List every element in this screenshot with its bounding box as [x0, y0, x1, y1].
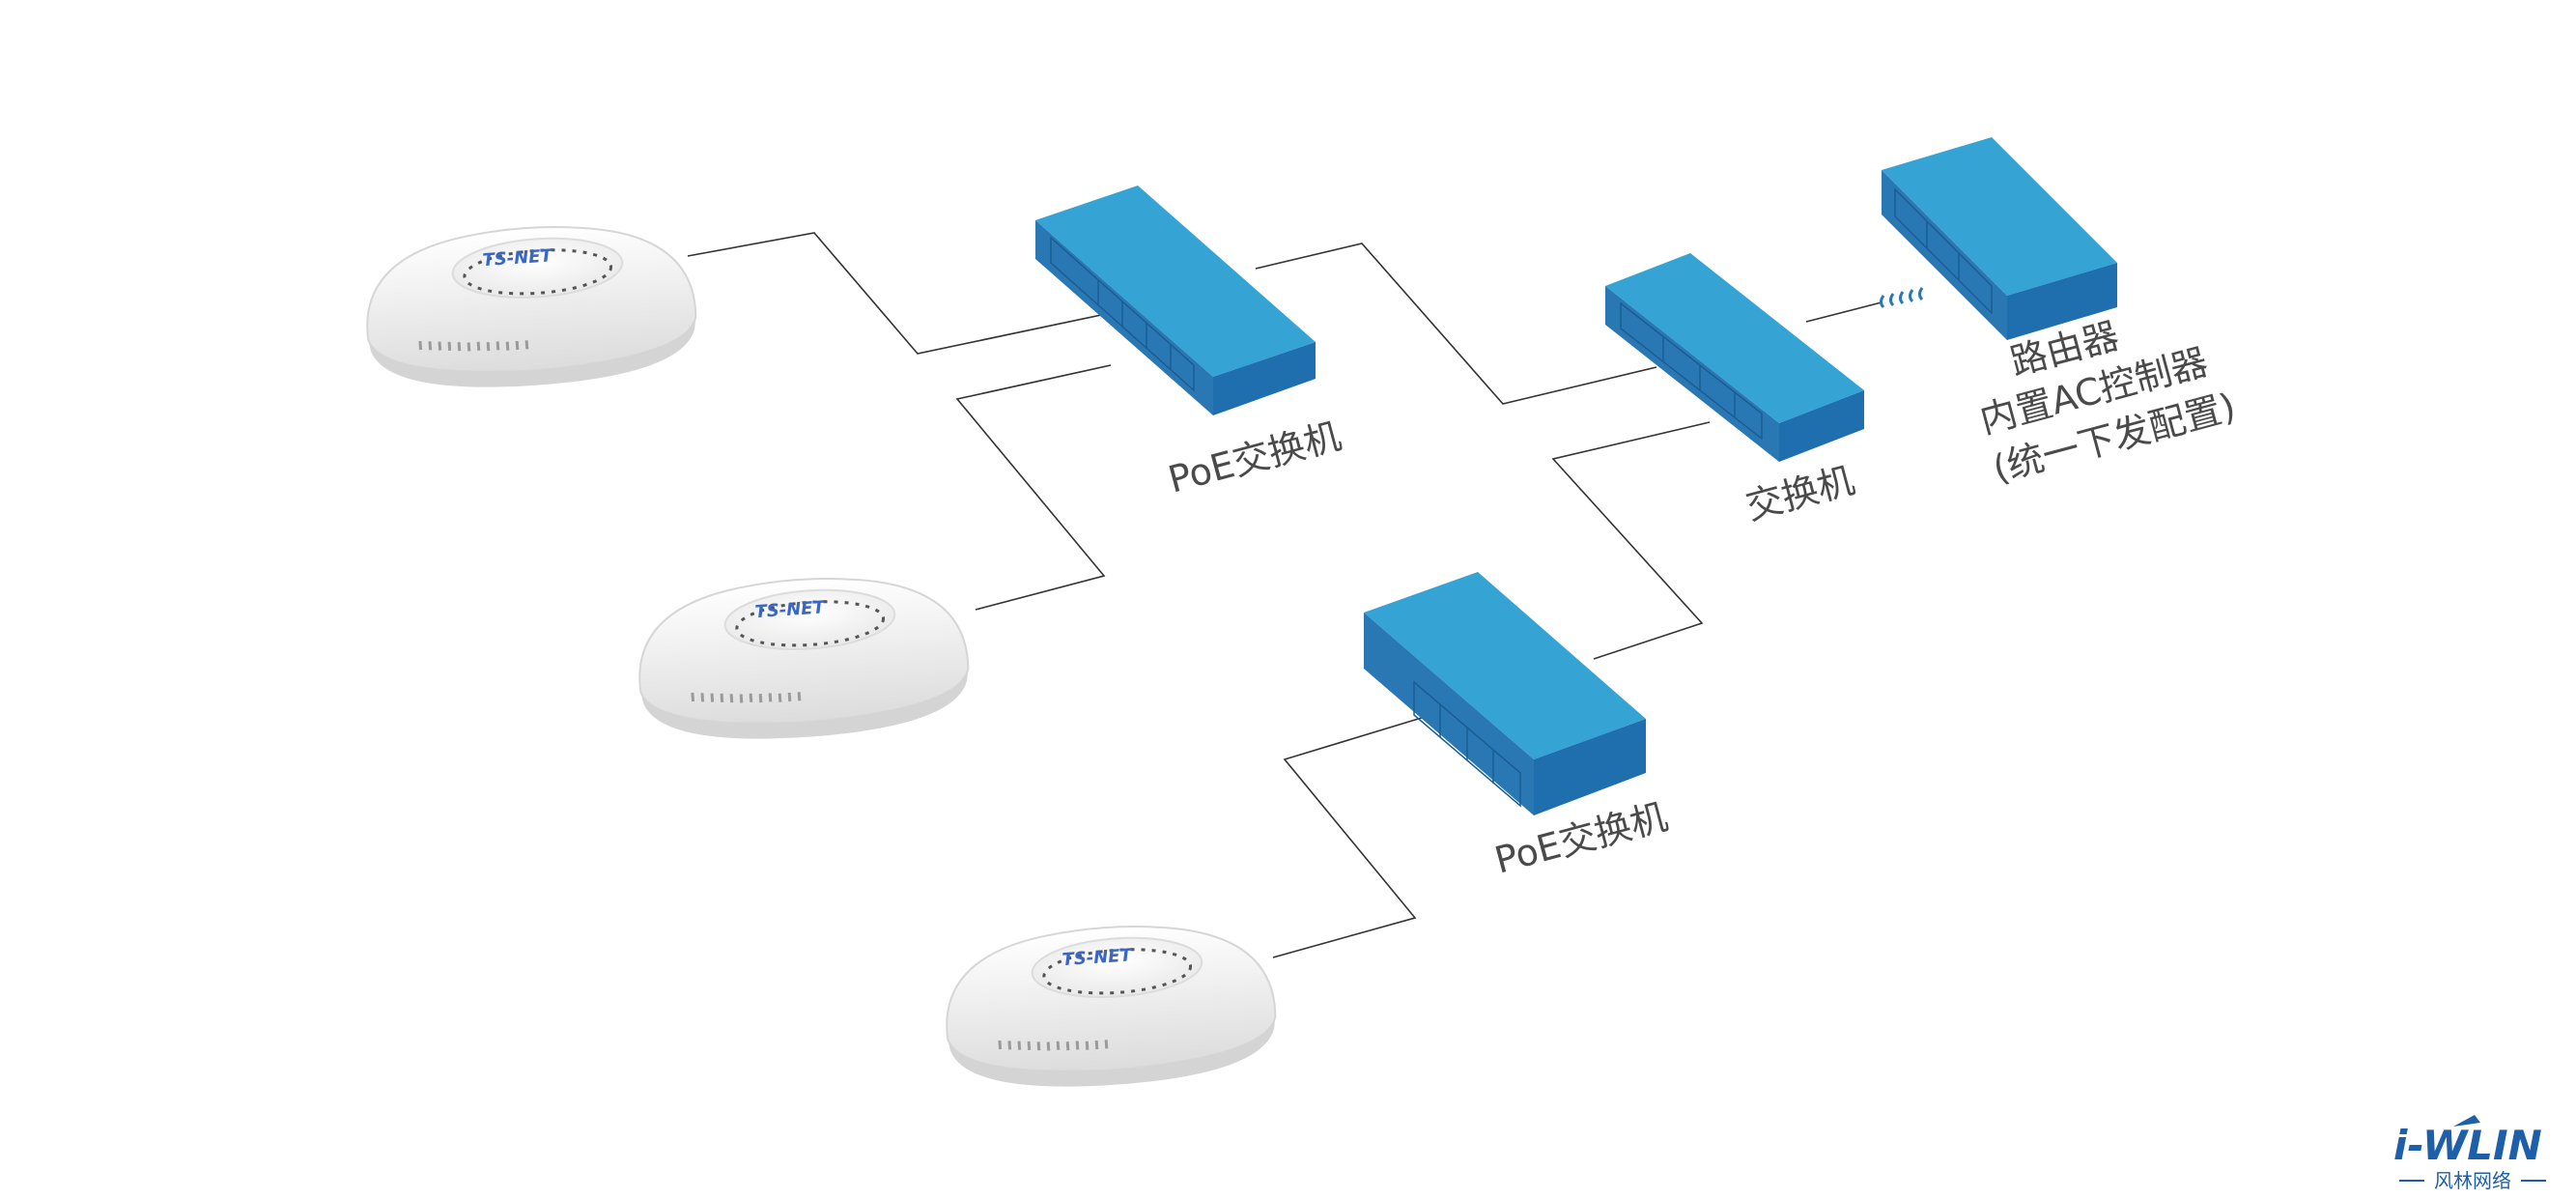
logo-sub-text: 风林网络 — [2434, 1169, 2511, 1192]
poe-switch-bottom[interactable] — [1364, 572, 1646, 815]
router-ac-controller[interactable] — [1882, 137, 2117, 340]
wireless-signal-icon — [1880, 287, 1924, 309]
poe-switch-bottom-label: PoE交换机 — [1490, 795, 1672, 882]
wire-ap2-poe1 — [955, 364, 1112, 611]
ap-brand-text: TS-NET — [1062, 945, 1134, 970]
wire-poe2-switch — [1551, 421, 1711, 660]
brand-logo: i-WLIN 风林网络 — [2393, 1115, 2546, 1192]
poe-switch-top[interactable] — [1035, 186, 1316, 415]
access-point-3[interactable]: TS-NET — [939, 914, 1282, 1099]
logo-main-text: i-WLIN — [2393, 1122, 2542, 1169]
core-switch[interactable] — [1605, 253, 1864, 462]
connection-lines — [687, 232, 1882, 958]
poe-switch-top-label: PoE交换机 — [1164, 414, 1345, 501]
wire-switch-router — [1805, 301, 1882, 323]
ap-brand-text: TS-NET — [482, 245, 554, 271]
access-point-2[interactable]: TS-NET — [632, 566, 975, 751]
wire-ap1-poe1 — [687, 232, 1107, 355]
logo-wing-icon — [2453, 1115, 2480, 1127]
core-switch-label: 交换机 — [1741, 459, 1859, 528]
wire-ap3-poe2 — [1272, 716, 1426, 958]
ap-brand-text: TS-NET — [754, 597, 827, 622]
access-point-1[interactable]: TS-NET — [359, 214, 702, 399]
wire-poe1-switch — [1255, 243, 1657, 405]
